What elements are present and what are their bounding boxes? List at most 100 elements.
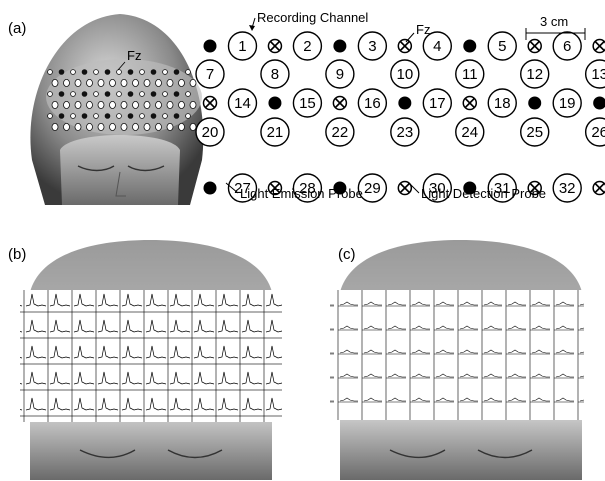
- hemodynamic-traces-c: [330, 290, 584, 420]
- detection-probe: [333, 97, 346, 110]
- recording-channel-label: Recording Channel: [257, 10, 368, 25]
- head-probe: [140, 92, 145, 97]
- head-probe: [163, 114, 168, 119]
- panel-label-c: (c): [338, 246, 356, 263]
- channel-number: 13: [591, 66, 605, 83]
- detection-probe: [528, 40, 541, 53]
- head-probe: [167, 79, 173, 86]
- detection-probe: [398, 40, 411, 53]
- head-illustration-c: [330, 240, 584, 480]
- head-probe: [75, 79, 81, 86]
- channel-number: 8: [271, 66, 279, 83]
- channel-number: 18: [494, 95, 511, 112]
- detection-probe: [593, 40, 605, 53]
- emission-probe-label: Light Emission Probe: [240, 186, 363, 201]
- channel-16: 16: [358, 89, 386, 117]
- head-probe: [105, 92, 110, 97]
- head-probe: [128, 70, 133, 75]
- detection-probe: [463, 97, 476, 110]
- head-probe: [163, 92, 168, 97]
- channel-32: 32: [553, 174, 581, 202]
- head-probe: [98, 101, 104, 108]
- head-probe: [156, 123, 162, 130]
- head-probe: [179, 123, 185, 130]
- emission-probe: [333, 40, 346, 53]
- channel-number: 32: [559, 180, 576, 197]
- channel-7: 7: [196, 60, 224, 88]
- head-probe: [174, 70, 179, 75]
- channel-number: 5: [498, 38, 506, 55]
- channel-number: 22: [332, 124, 349, 141]
- head-probe: [105, 70, 110, 75]
- head-probe: [82, 114, 87, 119]
- head-probe: [128, 92, 133, 97]
- emission-probe: [593, 97, 605, 110]
- channel-number: 6: [563, 38, 571, 55]
- head-probe: [144, 101, 150, 108]
- head-probe: [75, 123, 81, 130]
- emission-probe: [463, 40, 476, 53]
- channel-6: 6: [553, 32, 581, 60]
- channel-number: 14: [234, 95, 251, 112]
- channel-24: 24: [456, 118, 484, 146]
- channel-number: 17: [429, 95, 446, 112]
- head-probe: [117, 92, 122, 97]
- head-probe: [156, 101, 162, 108]
- channel-number: 4: [433, 38, 441, 55]
- head-probe: [174, 92, 179, 97]
- head-probe: [110, 123, 116, 130]
- channel-8: 8: [261, 60, 289, 88]
- emission-probe: [268, 97, 281, 110]
- channel-number: 1: [238, 38, 246, 55]
- head-probe: [133, 123, 139, 130]
- head-probe: [144, 123, 150, 130]
- channel-number: 10: [396, 66, 413, 83]
- head-probe: [87, 101, 93, 108]
- channel-number: 20: [202, 124, 219, 141]
- head-probe: [117, 70, 122, 75]
- channel-20: 20: [196, 118, 224, 146]
- head-probe: [110, 101, 116, 108]
- head-probe: [59, 92, 64, 97]
- channel-26: 26: [586, 118, 605, 146]
- head-probe: [190, 123, 196, 130]
- detection-probe: [204, 97, 217, 110]
- channel-10: 10: [391, 60, 419, 88]
- channel-number: 24: [461, 124, 478, 141]
- channel-number: 11: [462, 66, 478, 83]
- channel-17: 17: [423, 89, 451, 117]
- channel-18: 18: [488, 89, 516, 117]
- channel-23: 23: [391, 118, 419, 146]
- head-probe: [117, 114, 122, 119]
- head-probe: [64, 101, 70, 108]
- fz-arrow: [406, 33, 414, 42]
- head-probe: [52, 101, 58, 108]
- detection-probe: [268, 40, 281, 53]
- head-probe: [94, 92, 99, 97]
- fz-label: Fz: [416, 22, 430, 37]
- channel-25: 25: [521, 118, 549, 146]
- scale-label: 3 cm: [540, 14, 568, 29]
- channel-11: 11: [456, 60, 484, 88]
- head-probe: [94, 70, 99, 75]
- head-probe: [151, 114, 156, 119]
- channel-15: 15: [293, 89, 321, 117]
- emission-probe: [398, 97, 411, 110]
- channel-21: 21: [261, 118, 289, 146]
- head-probe: [121, 101, 127, 108]
- emission-probe: [204, 182, 217, 195]
- channel-2: 2: [293, 32, 321, 60]
- head-probe: [186, 92, 191, 97]
- head-probe: [71, 92, 76, 97]
- head-probe: [48, 114, 53, 119]
- channel-number: 26: [591, 124, 605, 141]
- head-probe: [121, 79, 127, 86]
- head-probe: [174, 114, 179, 119]
- channel-number: 25: [526, 124, 543, 141]
- head-probe: [140, 114, 145, 119]
- channel-number: 29: [364, 180, 381, 197]
- head-probe: [151, 92, 156, 97]
- channel-number: 19: [559, 95, 576, 112]
- emission-probe: [528, 97, 541, 110]
